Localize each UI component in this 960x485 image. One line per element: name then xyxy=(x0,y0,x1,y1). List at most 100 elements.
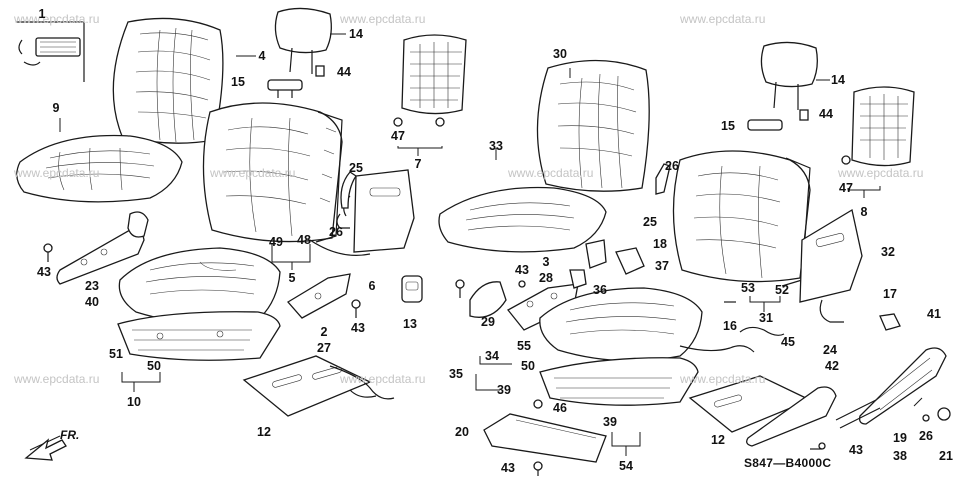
callout-30[interactable]: 30 xyxy=(553,46,567,61)
callout-41[interactable]: 41 xyxy=(927,306,941,321)
callout-43[interactable]: 43 xyxy=(501,460,515,475)
callout-5[interactable]: 5 xyxy=(288,270,296,285)
part-18-37-36-brackets xyxy=(569,239,645,289)
callout-6[interactable]: 6 xyxy=(368,278,376,293)
callout-18[interactable]: 18 xyxy=(653,236,667,251)
part-26-25-levers xyxy=(340,163,671,209)
callout-34[interactable]: 34 xyxy=(485,348,499,363)
watermark: www.epcdata.ru xyxy=(14,166,100,180)
callout-14[interactable]: 14 xyxy=(831,72,845,87)
callout-54[interactable]: 54 xyxy=(619,458,633,473)
part-8-back-panel-right xyxy=(841,86,915,198)
callout-23[interactable]: 23 xyxy=(85,278,99,293)
callout-43[interactable]: 43 xyxy=(515,262,529,277)
callout-14[interactable]: 14 xyxy=(349,26,363,41)
part-7-back-panel xyxy=(393,34,467,156)
part-32-back-board-right xyxy=(799,208,863,323)
watermark: www.epcdata.ru xyxy=(210,166,296,180)
callout-25[interactable]: 25 xyxy=(643,214,657,229)
callout-28[interactable]: 28 xyxy=(539,270,553,285)
callout-42[interactable]: 42 xyxy=(825,358,839,373)
callout-47[interactable]: 47 xyxy=(391,128,405,143)
callout-3[interactable]: 3 xyxy=(542,254,550,269)
part-14-headrest-right xyxy=(747,41,818,131)
callout-45[interactable]: 45 xyxy=(781,334,795,349)
callout-20[interactable]: 20 xyxy=(455,424,469,439)
callout-17[interactable]: 17 xyxy=(883,286,897,301)
callout-40[interactable]: 40 xyxy=(85,294,99,309)
callout-27[interactable]: 27 xyxy=(317,340,331,355)
callout-49[interactable]: 49 xyxy=(269,234,283,249)
callout-52[interactable]: 52 xyxy=(775,282,789,297)
watermark: www.epcdata.ru xyxy=(838,166,924,180)
callout-16[interactable]: 16 xyxy=(723,318,737,333)
callout-44[interactable]: 44 xyxy=(819,106,833,121)
callout-12[interactable]: 12 xyxy=(711,432,725,447)
leader-lines xyxy=(29,33,923,456)
callout-15[interactable]: 15 xyxy=(231,74,245,89)
front-direction-label: FR. xyxy=(60,428,80,442)
callout-53[interactable]: 53 xyxy=(741,280,755,295)
part-5-cushion-pad xyxy=(118,247,281,325)
callout-46[interactable]: 46 xyxy=(553,400,567,415)
callout-50[interactable]: 50 xyxy=(147,358,161,373)
callout-13[interactable]: 13 xyxy=(403,316,417,331)
part-34-cushion-pad-right xyxy=(539,287,703,362)
callout-37[interactable]: 37 xyxy=(655,258,669,273)
callout-47[interactable]: 47 xyxy=(839,180,853,195)
callout-38[interactable]: 38 xyxy=(893,448,907,463)
part-9-cushion-cover xyxy=(16,134,183,203)
callout-19[interactable]: 19 xyxy=(893,430,907,445)
callout-29[interactable]: 29 xyxy=(481,314,495,329)
callout-15[interactable]: 15 xyxy=(721,118,735,133)
part-28-bracket xyxy=(507,283,579,331)
callout-51[interactable]: 51 xyxy=(109,346,123,361)
callout-10[interactable]: 10 xyxy=(127,394,141,409)
diagram-code: S847—B4000C xyxy=(744,456,832,470)
callout-4[interactable]: 4 xyxy=(258,48,266,63)
callout-43[interactable]: 43 xyxy=(849,442,863,457)
part-2-bracket xyxy=(286,273,351,319)
callout-26[interactable]: 26 xyxy=(919,428,933,443)
part-42-41-side-covers xyxy=(746,347,947,447)
callout-7[interactable]: 7 xyxy=(414,156,422,171)
part-33-cushion-cover xyxy=(438,186,607,253)
callout-55[interactable]: 55 xyxy=(517,338,531,353)
callout-36[interactable]: 36 xyxy=(593,282,607,297)
callout-43[interactable]: 43 xyxy=(351,320,365,335)
part-14-headrest xyxy=(274,7,332,74)
part-30-seatback-cover xyxy=(536,59,650,192)
callout-33[interactable]: 33 xyxy=(489,138,503,153)
callout-26[interactable]: 26 xyxy=(665,158,679,173)
callout-25[interactable]: 25 xyxy=(349,160,363,175)
callout-2[interactable]: 2 xyxy=(320,324,328,339)
callout-35[interactable]: 35 xyxy=(449,366,463,381)
seatback-pad-right xyxy=(672,150,811,287)
watermark: www.epcdata.ru xyxy=(508,166,594,180)
callout-8[interactable]: 8 xyxy=(860,204,868,219)
callout-24[interactable]: 24 xyxy=(823,342,837,357)
part-13-switch xyxy=(401,275,423,303)
callout-39[interactable]: 39 xyxy=(603,414,617,429)
part-20-trim xyxy=(483,413,607,463)
callout-26[interactable]: 26 xyxy=(329,224,343,239)
callout-21[interactable]: 21 xyxy=(939,448,953,463)
callout-39[interactable]: 39 xyxy=(497,382,511,397)
callout-9[interactable]: 9 xyxy=(52,100,60,115)
watermark: www.epcdata.ru xyxy=(14,12,100,26)
callout-31[interactable]: 31 xyxy=(759,310,773,325)
callout-50[interactable]: 50 xyxy=(521,358,535,373)
part-16-45-harness xyxy=(724,301,785,336)
callout-48[interactable]: 48 xyxy=(297,232,311,247)
callout-32[interactable]: 32 xyxy=(881,244,895,259)
callout-12[interactable]: 12 xyxy=(257,424,271,439)
part-54-seat-frame-right xyxy=(539,345,755,406)
part-19-seat-track xyxy=(835,399,881,429)
watermark: www.epcdata.ru xyxy=(340,12,426,26)
callout-1[interactable]: 1 xyxy=(38,6,46,21)
bolts xyxy=(43,243,826,476)
callout-44[interactable]: 44 xyxy=(337,64,351,79)
callout-43[interactable]: 43 xyxy=(37,264,51,279)
